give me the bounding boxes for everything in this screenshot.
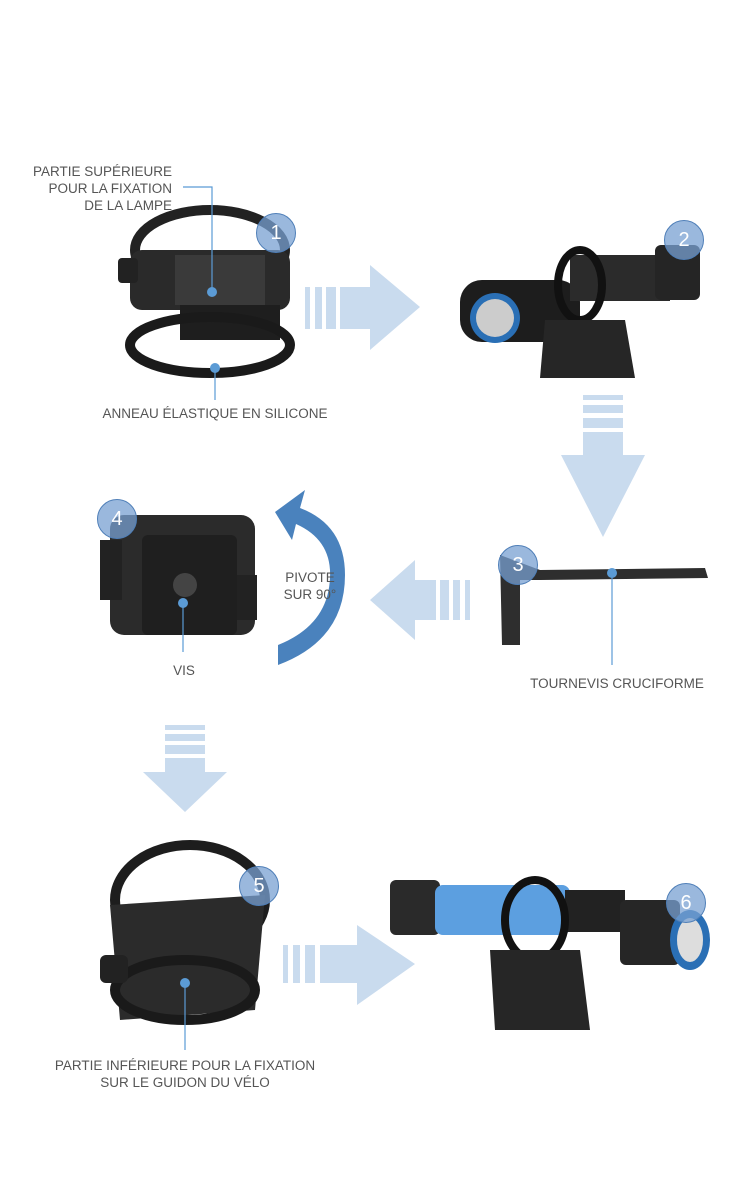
- arrow-left-1: [370, 560, 470, 640]
- label-line: SUR LE GUIDON DU VÉLO: [100, 1075, 270, 1090]
- label-line: DE LA LAMPE: [84, 198, 172, 213]
- callout-dots: [178, 287, 617, 988]
- lower-mount-label: PARTIE INFÉRIEURE POUR LA FIXATION SUR L…: [55, 1057, 315, 1091]
- label-line: POUR LA FIXATION: [48, 181, 172, 196]
- arrow-down-2: [143, 725, 227, 812]
- arrow-down-1: [561, 395, 645, 537]
- upper-mount-label: PARTIE SUPÉRIEURE POUR LA FIXATION DE LA…: [33, 163, 172, 214]
- headlamp-mounted-image: [460, 245, 700, 378]
- lower-mount-rotated-image: [100, 515, 257, 635]
- flashlight-mounted-image: [390, 876, 710, 1030]
- arrow-right-1: [305, 265, 420, 350]
- screw-label: VIS: [173, 663, 195, 678]
- lower-mount-image: [100, 840, 270, 1025]
- arrow-right-2: [283, 925, 415, 1005]
- step-badge-6: 6: [666, 883, 706, 923]
- step-badge-1: 1: [256, 213, 296, 253]
- label-line: PARTIE SUPÉRIEURE: [32, 164, 172, 179]
- rotate-arrow: [275, 490, 345, 665]
- silicone-ring-label: ANNEAU ÉLASTIQUE EN SILICONE: [102, 406, 328, 421]
- step-badge-3: 3: [498, 545, 538, 585]
- callout-lines: [182, 186, 613, 1050]
- rotate-label: PIVOTE SUR 90°: [284, 569, 337, 603]
- step-badge-4: 4: [97, 499, 137, 539]
- step-badge-2: 2: [664, 220, 704, 260]
- screwdriver-label: TOURNEVIS CRUCIFORME: [530, 676, 704, 691]
- label-line: SUR 90°: [283, 587, 337, 602]
- step-badge-5: 5: [239, 866, 279, 906]
- label-line: PARTIE INFÉRIEURE POUR LA FIXATION: [54, 1058, 316, 1073]
- label-line: PIVOTE: [285, 570, 335, 585]
- screwdriver-image: [500, 555, 708, 645]
